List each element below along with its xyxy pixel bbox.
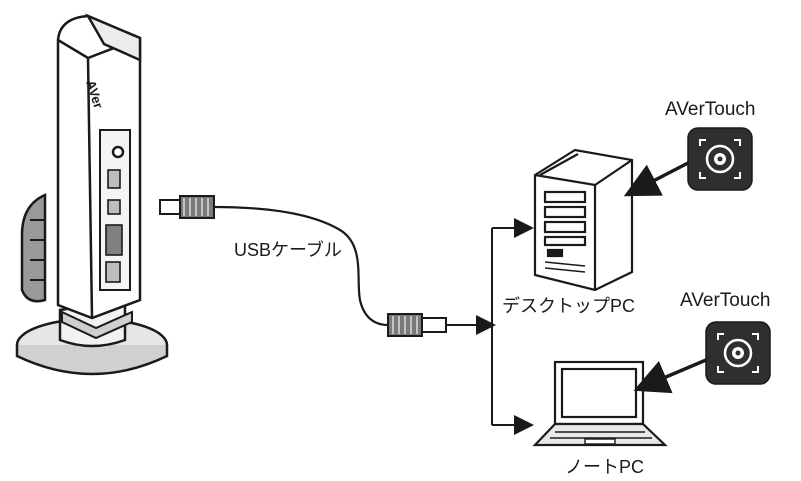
app-label-laptop: AVerTouch	[680, 290, 770, 311]
usb-plug-icon	[159, 195, 215, 219]
avertouch-app-icon	[705, 321, 771, 385]
usb-cable: USBケーブル	[159, 195, 496, 337]
laptop-label: ノートPC	[565, 457, 644, 477]
avertouch-app-icon	[687, 127, 753, 191]
usb-plug-icon	[387, 313, 447, 337]
desktop-label: デスクトップPC	[502, 296, 635, 316]
app-label-desktop: AVerTouch	[665, 99, 755, 120]
connection-bracket	[491, 218, 534, 435]
arrow-to-laptop	[633, 358, 707, 394]
cable-label: USBケーブル	[234, 239, 342, 260]
laptop-icon	[532, 360, 668, 447]
arrow-to-desktop	[623, 161, 689, 197]
document-camera: AVer	[15, 13, 169, 376]
desktop-tower-icon	[533, 148, 634, 292]
